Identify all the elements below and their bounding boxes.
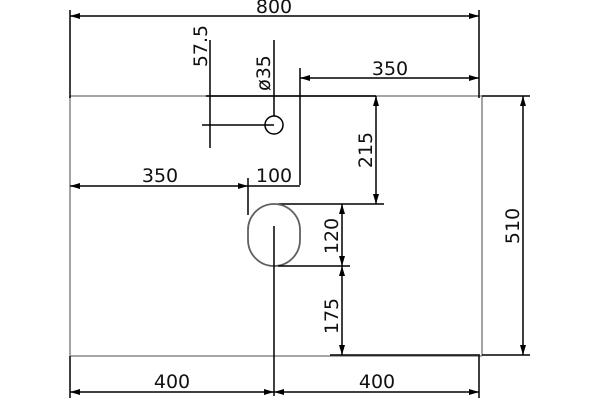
dimension-tap-to-right — [299, 68, 479, 185]
label-overall-depth: 510 — [502, 208, 524, 244]
dimension-halves — [69, 356, 480, 398]
dimension-bowl-depth — [278, 204, 350, 267]
dimension-left-to-bowl — [70, 178, 249, 215]
dimension-tap-to-bowl — [278, 96, 384, 205]
label-tap-to-bowl: 215 — [355, 132, 377, 168]
tap-hole — [202, 40, 284, 135]
dimension-overall-width — [69, 10, 480, 98]
label-tap-offset: 57.5 — [190, 25, 212, 67]
label-bowl-depth: 120 — [321, 218, 343, 254]
label-overall-width: 800 — [256, 0, 292, 18]
dimension-overall-depth — [482, 95, 530, 356]
label-right-half: 400 — [359, 371, 395, 393]
dimension-bowl-to-front — [339, 266, 345, 355]
label-tap-diameter: ø35 — [253, 55, 275, 91]
label-bowl-width: 100 — [256, 165, 292, 187]
countertop-outline — [69, 95, 483, 357]
label-left-to-bowl: 350 — [142, 165, 178, 187]
label-bowl-to-front: 175 — [321, 298, 343, 334]
label-left-half: 400 — [154, 371, 190, 393]
label-tap-to-right: 350 — [372, 58, 408, 80]
